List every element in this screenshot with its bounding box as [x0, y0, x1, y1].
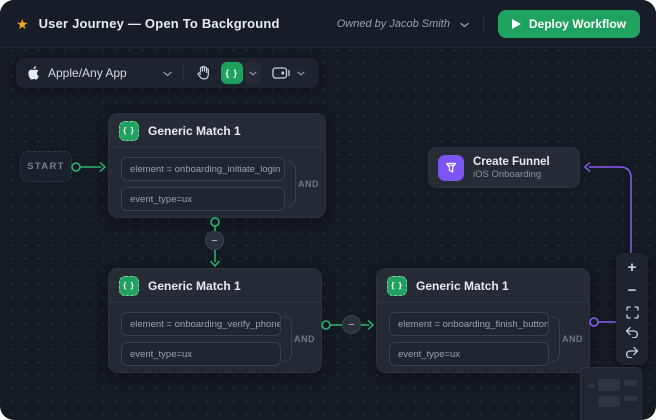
braces-icon: { }: [119, 275, 139, 296]
recording-camera-icon[interactable]: [272, 66, 291, 80]
node-create-funnel[interactable]: Create Funnel iOS Onboarding: [428, 147, 580, 188]
node-body: element = onboarding_initiate_login even…: [109, 148, 325, 220]
deploy-workflow-button[interactable]: Deploy Workflow: [497, 9, 640, 38]
fit-view-icon[interactable]: [625, 305, 639, 319]
minimap-node: [598, 379, 620, 391]
operator-group: AND: [281, 312, 315, 366]
pan-hand-icon[interactable]: [195, 65, 211, 81]
redo-icon[interactable]: [625, 346, 639, 358]
condition-field[interactable]: event_type=ux: [121, 342, 281, 366]
condition-field[interactable]: element = onboarding_finish_button: [389, 312, 549, 336]
play-icon: [511, 18, 521, 29]
zoom-in-button[interactable]: +: [627, 259, 637, 276]
condition-field[interactable]: element = onboarding_initiate_login: [121, 157, 285, 181]
node-body: element = onboarding_finish_button event…: [377, 303, 589, 375]
node-generic-match-1[interactable]: { } Generic Match 1 element = onboarding…: [108, 113, 326, 218]
start-node[interactable]: START: [20, 151, 72, 182]
app-selector-label[interactable]: Apple/Any App: [48, 66, 127, 80]
remove-connector-button[interactable]: −: [342, 315, 361, 334]
node-header: { } Generic Match 1: [377, 269, 589, 303]
match-tool-chevron-down-icon[interactable]: [244, 62, 261, 84]
page-title: User Journey — Open To Background: [38, 16, 280, 31]
zoom-out-button[interactable]: −: [627, 281, 637, 299]
undo-icon[interactable]: [625, 326, 639, 339]
top-bar-divider: [482, 14, 484, 33]
node-generic-match-2[interactable]: { } Generic Match 1 element = onboarding…: [108, 268, 322, 373]
minimap-node: [624, 380, 637, 386]
deploy-workflow-label: Deploy Workflow: [528, 16, 626, 31]
and-operator-label: AND: [298, 179, 319, 189]
and-operator-label: AND: [294, 334, 315, 344]
node-title: Create Funnel: [473, 155, 550, 168]
start-node-label: START: [27, 161, 65, 172]
and-bracket: [283, 316, 292, 362]
node-body: element = onboarding_verify_phone event_…: [109, 303, 321, 375]
condition-field[interactable]: element = onboarding_verify_phone: [121, 312, 281, 336]
node-title: Generic Match 1: [148, 278, 241, 293]
braces-icon: { }: [225, 68, 238, 78]
connector-port[interactable]: [589, 317, 599, 327]
connector-port[interactable]: [71, 162, 81, 172]
node-generic-match-3[interactable]: { } Generic Match 1 element = onboarding…: [376, 268, 590, 373]
remove-connector-button[interactable]: −: [205, 231, 224, 250]
node-header: { } Generic Match 1: [109, 114, 325, 148]
app-toolbar: Apple/Any App { }: [16, 58, 319, 88]
node-title: Generic Match 1: [148, 123, 241, 138]
camera-chevron-down-icon[interactable]: [293, 62, 309, 84]
and-operator-label: AND: [562, 334, 583, 344]
operator-group: AND: [285, 157, 319, 211]
braces-icon: { }: [119, 120, 139, 141]
toolbar-divider: [182, 64, 184, 82]
app-selector-chevron-down-icon[interactable]: [163, 64, 172, 82]
condition-field[interactable]: event_type=ux: [389, 342, 549, 366]
and-bracket: [287, 161, 296, 207]
apple-logo-icon: [26, 65, 40, 81]
owner-chevron-down-icon[interactable]: [460, 15, 469, 33]
node-title: Generic Match 1: [416, 278, 509, 293]
owner-label: Owned by Jacob Smith: [336, 17, 450, 30]
minimap-node: [598, 396, 620, 407]
match-tool-button[interactable]: { }: [220, 62, 243, 84]
funnel-icon: [438, 154, 464, 181]
top-bar: ★ User Journey — Open To Background Owne…: [0, 0, 656, 48]
condition-field[interactable]: event_type=ux: [121, 187, 285, 211]
connector-port[interactable]: [210, 217, 220, 227]
and-bracket: [551, 316, 560, 362]
minimap-node: [588, 384, 595, 388]
canvas-zoom-toolbar: + −: [616, 253, 648, 365]
favorite-star-icon[interactable]: ★: [16, 15, 29, 32]
operator-group: AND: [549, 312, 583, 366]
braces-icon: { }: [387, 275, 407, 296]
minimap-node: [624, 396, 638, 401]
connector-port[interactable]: [321, 320, 331, 330]
top-bar-right: Owned by Jacob Smith Deploy Workflow: [336, 9, 640, 38]
node-header: { } Generic Match 1: [109, 269, 321, 303]
node-subtitle: iOS Onboarding: [473, 168, 542, 180]
minimap[interactable]: [580, 367, 642, 420]
